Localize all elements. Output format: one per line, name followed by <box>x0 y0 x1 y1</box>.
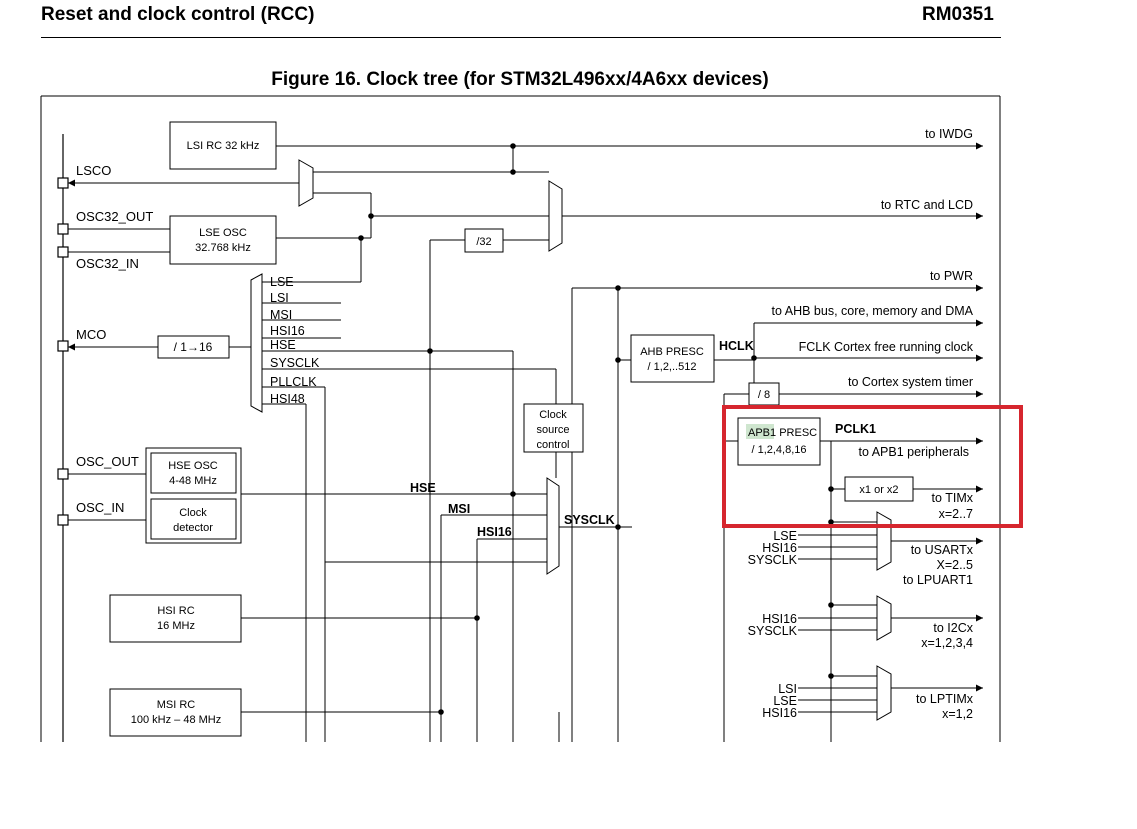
output-timx-line1: to TIMx <box>932 491 974 505</box>
blocks <box>109 121 914 737</box>
clock-source-control-line2: source <box>536 424 569 436</box>
pin-osc-in-label: OSC_IN <box>76 500 124 515</box>
output-usart-line1: to USARTx <box>911 543 974 557</box>
clock-source-control-line1: Clock <box>539 409 567 421</box>
output-fclk: FCLK Cortex free running clock <box>799 340 974 354</box>
hsi-rc-block-line1: HSI RC <box>157 605 194 617</box>
usart-input-sysclk: SYSCLK <box>748 553 798 567</box>
mco-input-pllclk: PLLCLK <box>270 375 317 389</box>
clock-detector-block-line2: detector <box>173 522 213 534</box>
output-pwr: to PWR <box>930 269 973 283</box>
header-rule <box>41 37 1001 38</box>
mco-input-lse: LSE <box>270 275 294 289</box>
signal-hsi16-label: HSI16 <box>477 525 512 539</box>
i2c-input-hsi16: HSI16 <box>762 612 797 626</box>
mco-input-hse: HSE <box>270 338 296 352</box>
lse-osc-block-line1: LSE OSC <box>199 227 247 239</box>
apb1-presc-suffix: PRESC <box>779 427 817 439</box>
msi-rc-block-line2: 100 kHz – 48 MHz <box>131 714 221 726</box>
hse-osc-block-line1: HSE OSC <box>168 460 218 472</box>
figure-title: Figure 16. Clock tree (for STM32L496xx/4… <box>271 69 769 90</box>
mco-input-msi: MSI <box>270 308 292 322</box>
output-timx-line2: x=2..7 <box>939 507 973 521</box>
mco-input-lsi: LSI <box>270 291 289 305</box>
lptim-input-lsi: LSI <box>778 682 797 696</box>
clock-source-control-line3: control <box>536 439 569 451</box>
msi-rc-block-line1: MSI RC <box>157 699 196 711</box>
signal-hclk-label: HCLK <box>719 339 754 353</box>
apb1-highlighted-text: APB1 <box>748 427 776 439</box>
lse-osc-block-line2: 32.768 kHz <box>195 242 251 254</box>
output-usart-line2: X=2..5 <box>937 558 974 572</box>
highlight-box <box>722 405 1023 528</box>
mco-divider-block: / 1→16 <box>174 340 213 354</box>
mco-input-hsi48: HSI48 <box>270 392 305 406</box>
figure-frame <box>40 95 1001 742</box>
div32-block: /32 <box>476 236 491 248</box>
mco-input-hsi16: HSI16 <box>270 324 305 338</box>
output-rtc-lcd: to RTC and LCD <box>881 198 973 212</box>
lptim-input-hsi16: HSI16 <box>762 706 797 720</box>
output-i2c-line2: x=1,2,3,4 <box>921 636 973 650</box>
header-section-title: Reset and clock control (RCC) <box>41 4 315 25</box>
signal-hse-label: HSE <box>410 481 436 495</box>
ahb-presc-block-line1: AHB PRESC <box>640 346 704 358</box>
hse-osc-block-line2: 4-48 MHz <box>169 475 217 487</box>
output-lptim-line1: to LPTIMx <box>916 692 974 706</box>
pin-osc32-in-label: OSC32_IN <box>76 256 139 271</box>
pin-osc32-out-label: OSC32_OUT <box>76 209 153 224</box>
output-apb1-peripherals: to APB1 peripherals <box>859 445 970 459</box>
header-doc-id: RM0351 <box>922 4 994 25</box>
signal-pclk1-label: PCLK1 <box>835 422 876 436</box>
signal-sysclk-label: SYSCLK <box>564 513 615 527</box>
div8-block: / 8 <box>758 389 770 401</box>
clock-detector-block-line1: Clock <box>179 507 207 519</box>
usart-input-hsi16: HSI16 <box>762 541 797 555</box>
output-lptim-line2: x=1,2 <box>942 707 973 721</box>
ahb-presc-block-line2: / 1,2,..512 <box>648 361 697 373</box>
usart-input-lse: LSE <box>773 529 797 543</box>
pin-osc-out-label: OSC_OUT <box>76 454 139 469</box>
junction-dots <box>358 143 834 715</box>
pin-lsco-label: LSCO <box>76 163 111 178</box>
apb1-highlight <box>746 424 774 439</box>
output-ahb: to AHB bus, core, memory and DMA <box>772 304 974 318</box>
output-systick: to Cortex system timer <box>848 375 973 389</box>
output-iwdg: to IWDG <box>925 127 973 141</box>
lptim-input-lse: LSE <box>773 694 797 708</box>
hsi-rc-block-line2: 16 MHz <box>157 620 195 632</box>
apb1-presc-block-line1: APB1 PRESC <box>748 427 817 439</box>
output-usart-line3: to LPUART1 <box>903 573 973 587</box>
x1-or-x2-block: x1 or x2 <box>859 484 898 496</box>
lsi-rc-block: LSI RC 32 kHz <box>187 140 260 152</box>
pin-squares <box>57 177 69 526</box>
i2c-input-sysclk: SYSCLK <box>748 624 798 638</box>
signal-msi-label: MSI <box>448 502 470 516</box>
apb1-presc-block-line2: / 1,2,4,8,16 <box>751 444 806 456</box>
output-i2c-line1: to I2Cx <box>933 621 973 635</box>
pin-mco-label: MCO <box>76 327 106 342</box>
mco-input-sysclk: SYSCLK <box>270 356 320 370</box>
